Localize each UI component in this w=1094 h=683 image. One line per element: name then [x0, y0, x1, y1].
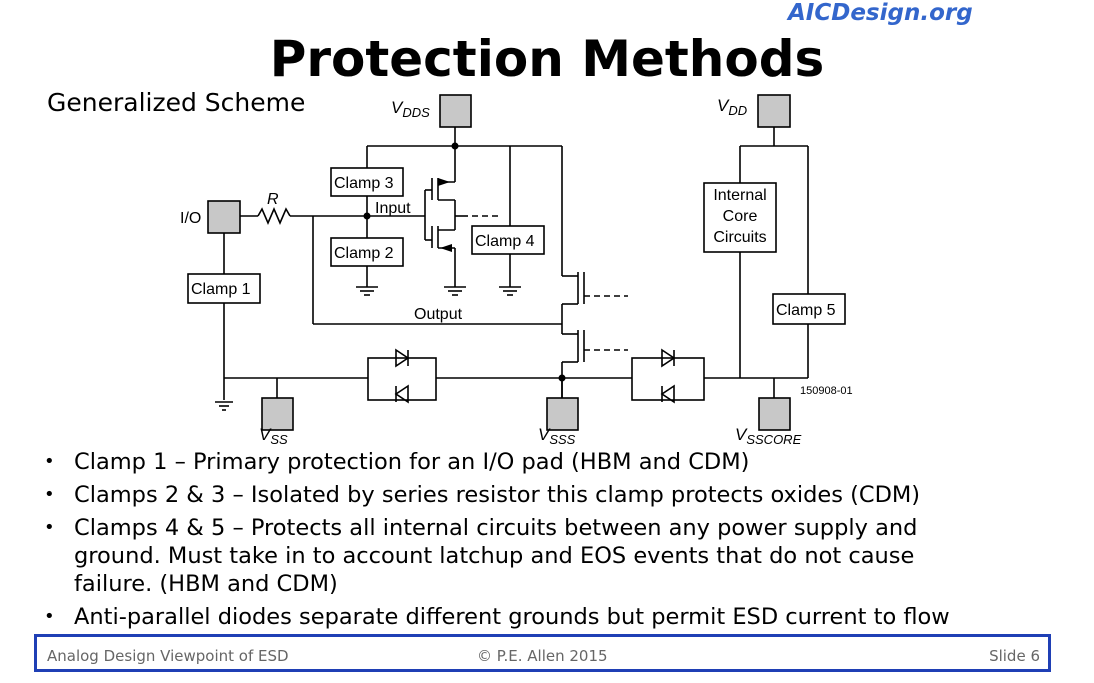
core-label-line2: Core — [723, 208, 758, 225]
footer-left: Analog Design Viewpoint of ESD — [47, 647, 289, 665]
bullet-text: Clamps 2 & 3 – Isolated by series resist… — [74, 482, 921, 508]
io-pad — [207, 200, 241, 234]
clamp2-label: Clamp 2 — [334, 245, 394, 262]
svg-text:VDD: VDD — [717, 96, 747, 118]
bullet-item: • Clamp 1 – Primary protection for an I/O… — [44, 448, 1044, 476]
bullet-marker: • — [44, 484, 55, 505]
bullet-marker: • — [44, 451, 55, 472]
slide-title: Protection Methods — [269, 30, 825, 88]
vdds-pad — [439, 94, 472, 128]
vsss-label-main: V — [538, 425, 551, 444]
io-label: I/O — [180, 210, 201, 227]
bullet-item: • Anti-parallel diodes separate different… — [44, 603, 1044, 631]
core-label-line1: Internal — [713, 187, 766, 204]
slide-subtitle: Generalized Scheme — [47, 88, 306, 117]
bullet-marker: • — [44, 517, 55, 538]
bullet-text: Clamp 1 – Primary protection for an I/O … — [74, 449, 750, 475]
vss-label-sub: SS — [270, 432, 288, 447]
core-label-line3: Circuits — [713, 229, 766, 246]
clamp5-label: Clamp 5 — [776, 302, 836, 319]
svg-text:VSSCORE: VSSCORE — [735, 425, 802, 447]
clamp4-label: Clamp 4 — [475, 233, 535, 250]
figure-id: 150908-01 — [800, 385, 853, 397]
brand-logo-text: AICDesign.org — [788, 0, 973, 26]
vss-pad — [261, 397, 294, 431]
svg-text:VSSS: VSSS — [538, 425, 576, 447]
bullet-marker: • — [44, 606, 55, 627]
bullet-item: • Clamps 2 & 3 – Isolated by series resis… — [44, 481, 1044, 509]
vsscore-pad — [758, 397, 791, 431]
footer-center: © P.E. Allen 2015 — [477, 647, 608, 665]
clamp3-label: Clamp 3 — [334, 175, 394, 192]
bullet-text-cont: ground. Must take in to account latchup … — [74, 543, 915, 569]
bullet-text-cont: failure. (HBM and CDM) — [74, 571, 338, 597]
vsscore-label-sub: SSCORE — [746, 432, 801, 447]
vsscore-label-main: V — [735, 425, 748, 444]
esd-protection-schematic: Clamp 3 Clamp 2 Clamp 4 Clamp 1 Clamp 5 … — [180, 94, 853, 447]
input-label: Input — [375, 200, 411, 217]
vsss-label-sub: SSS — [549, 432, 575, 447]
bullet-text: Anti-parallel diodes separate different … — [74, 604, 950, 630]
bullet-text: Clamps 4 & 5 – Protects all internal cir… — [74, 515, 918, 541]
output-label: Output — [414, 306, 463, 323]
bullet-list: • Clamp 1 – Primary protection for an I/O… — [44, 448, 1044, 636]
vdd-label-main: V — [717, 96, 730, 115]
vdds-label-main: V — [391, 98, 404, 117]
svg-text:VDDS: VDDS — [391, 98, 430, 120]
footer-right: Slide 6 — [989, 647, 1040, 665]
slide-footer: Analog Design Viewpoint of ESD © P.E. Al… — [34, 634, 1051, 672]
clamp1-label: Clamp 1 — [191, 281, 251, 298]
resistor-label: R — [267, 191, 279, 208]
svg-text:VSS: VSS — [259, 425, 288, 447]
vdds-label-sub: DDS — [402, 105, 430, 120]
vdd-label-sub: DD — [728, 103, 747, 118]
vsss-pad — [546, 397, 579, 431]
bullet-item: • Clamps 4 & 5 – Protects all internal ci… — [44, 514, 1044, 598]
vss-label-main: V — [259, 425, 272, 444]
vdd-pad — [757, 94, 791, 128]
